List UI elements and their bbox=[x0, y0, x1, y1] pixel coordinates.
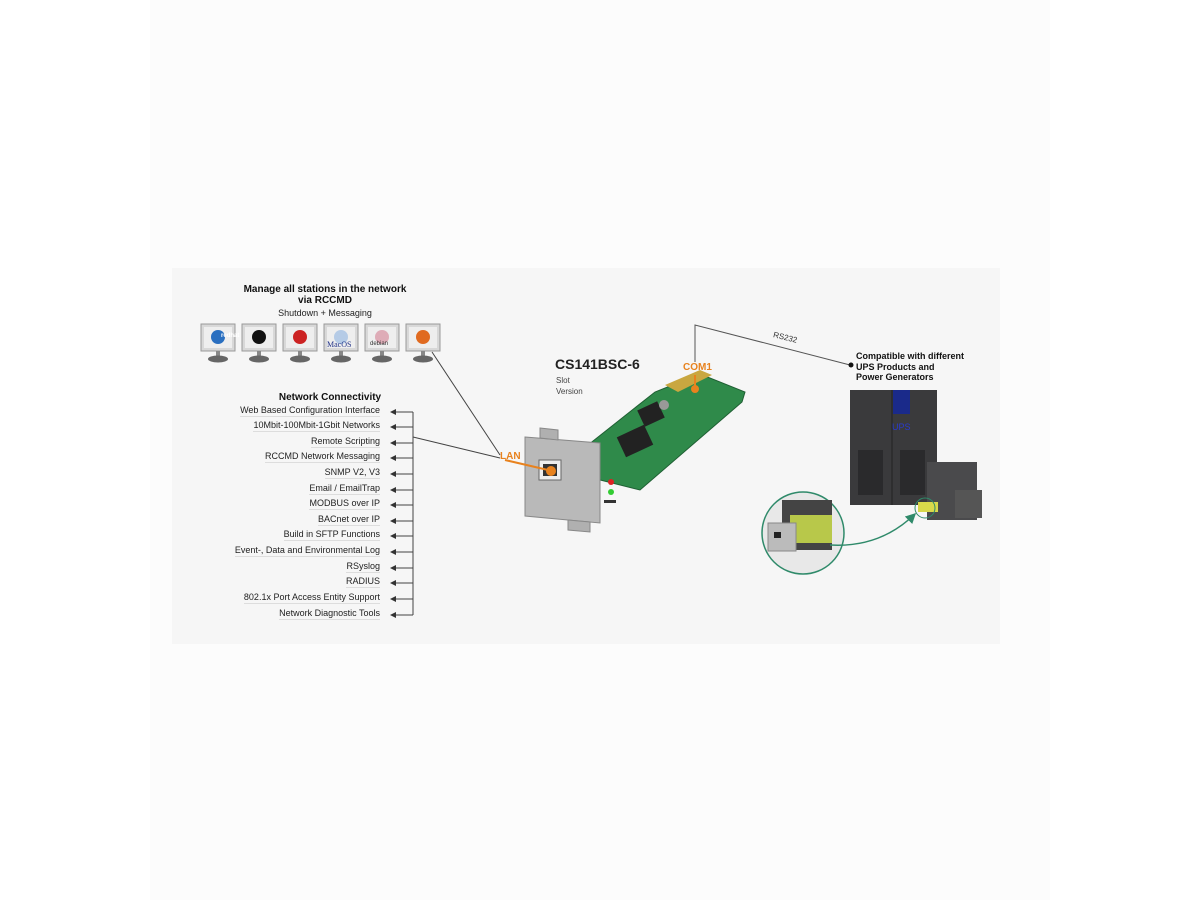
stations-title-line2: via RCCMD bbox=[298, 295, 352, 306]
os-monitor-windows-icon bbox=[200, 323, 236, 363]
lan-label: LAN bbox=[500, 451, 521, 462]
os-monitor-redhat-icon bbox=[282, 323, 318, 363]
ups-cabinet-label: UPS bbox=[892, 422, 911, 432]
feature-item: 802.1x Port Access Entity Support bbox=[243, 592, 380, 604]
os-monitor-linux-icon bbox=[241, 323, 277, 363]
feature-item: RCCMD Network Messaging bbox=[264, 451, 380, 463]
cs141-card-image bbox=[504, 370, 746, 533]
feature-item: RADIUS bbox=[345, 576, 380, 588]
stations-subtitle: Shutdown + Messaging bbox=[278, 308, 372, 318]
com1-port-marker bbox=[691, 385, 699, 393]
network-title: Network Connectivity bbox=[278, 392, 382, 403]
os-label-debian: debian bbox=[370, 341, 389, 347]
os-monitor-macos-icon bbox=[323, 323, 359, 363]
ups-title-line2: UPS Products and bbox=[856, 361, 935, 372]
product-variant-line1: Slot bbox=[556, 376, 570, 385]
feature-item: 10Mbit-100Mbit-1Gbit Networks bbox=[253, 420, 380, 432]
feature-item: BACnet over IP bbox=[317, 514, 380, 526]
com1-label: COM1 bbox=[683, 362, 712, 373]
feature-item: RSyslog bbox=[346, 561, 380, 573]
os-monitor-debian-icon bbox=[364, 323, 400, 363]
feature-item: MODBUS over IP bbox=[309, 498, 380, 510]
os-label-redhat: redhat bbox=[221, 333, 240, 339]
feature-item: Remote Scripting bbox=[310, 436, 380, 448]
product-name: CS141BSC-6 bbox=[555, 356, 640, 372]
product-variant-line2: Version bbox=[556, 387, 583, 396]
feature-item: Email / EmailTrap bbox=[309, 483, 380, 495]
feature-item: Network Diagnostic Tools bbox=[279, 608, 380, 620]
rs232-cable bbox=[694, 324, 851, 366]
lan-port-marker bbox=[546, 466, 556, 476]
feature-bus bbox=[412, 351, 501, 615]
stations-title-line1: Manage all stations in the network bbox=[243, 284, 407, 295]
ups-title-line3: Power Generators bbox=[856, 372, 934, 382]
feature-item: Web Based Configuration Interface bbox=[240, 405, 380, 417]
feature-item: Build in SFTP Functions bbox=[283, 529, 380, 541]
os-monitor-ubuntu-icon bbox=[405, 323, 441, 363]
ups-image bbox=[761, 390, 982, 575]
feature-item: SNMP V2, V3 bbox=[324, 467, 380, 479]
feature-item: Event-, Data and Environmental Log bbox=[234, 545, 380, 557]
ups-title-line1: Compatible with different bbox=[856, 351, 964, 361]
os-label-macos: MacOS bbox=[327, 340, 352, 349]
